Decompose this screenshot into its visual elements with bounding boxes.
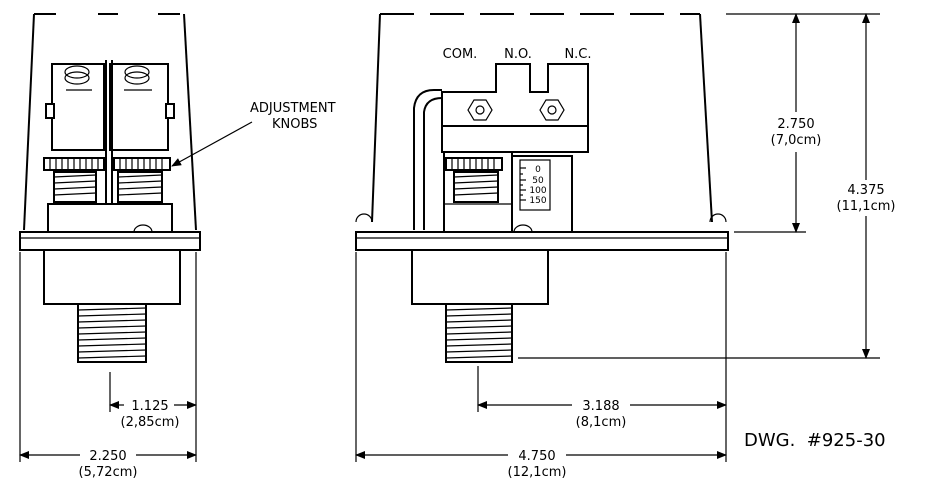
dim-4375-value: 4.375 xyxy=(847,183,884,198)
label-adjustment-line2: KNOBS xyxy=(272,117,317,132)
label-adjustment-line1: ADJUSTMENT xyxy=(250,101,336,116)
dim-2250-value: 2.250 xyxy=(89,449,126,464)
side-bracket-outer xyxy=(413,89,442,230)
dim-3188-value: 3.188 xyxy=(582,399,619,414)
front-terminal-tab-right xyxy=(165,103,175,119)
dim-1125-value: 1.125 xyxy=(131,399,168,414)
front-terminal-left xyxy=(51,63,105,151)
scale-mark-0: 0 xyxy=(535,165,541,175)
label-com: COM. xyxy=(443,47,478,62)
label-no: N.O. xyxy=(504,47,532,62)
side-view: 0 50 100 150 xyxy=(355,13,880,462)
scale-mark-50: 50 xyxy=(532,176,544,186)
hex-nut-right xyxy=(539,99,565,121)
front-flange xyxy=(19,231,201,251)
front-terminal-tab-left xyxy=(45,103,55,119)
scale-mark-100: 100 xyxy=(529,186,546,196)
side-housing xyxy=(411,249,549,305)
side-flange xyxy=(355,231,729,251)
side-cover-right-edge xyxy=(699,13,713,223)
dimension-2750: 2.750 (7,0cm) xyxy=(771,13,822,233)
dim-4750-value: 4.750 xyxy=(518,449,555,464)
label-nc: N.C. xyxy=(564,47,591,62)
dimension-2250: 2.250 (5,72cm) xyxy=(19,449,197,480)
dimension-4750: 4.750 (12,1cm) xyxy=(355,449,727,480)
dim-4375-metric: (11,1cm) xyxy=(837,199,896,214)
dimension-3188: 3.188 (8,1cm) xyxy=(477,399,727,430)
dim-3188-metric: (8,1cm) xyxy=(576,415,627,430)
hex-nut-left xyxy=(467,99,493,121)
dim-2750-value: 2.750 xyxy=(777,117,814,132)
dim-2750-metric: (7,0cm) xyxy=(771,133,822,148)
front-cover-left-edge xyxy=(23,13,35,231)
front-base-block xyxy=(47,203,173,233)
dimension-1125: 1.125 (2,85cm) xyxy=(109,399,197,430)
front-housing xyxy=(43,249,181,305)
front-cover-right-edge xyxy=(183,13,197,231)
front-terminal-right xyxy=(109,63,169,151)
dim-2250-metric: (5,72cm) xyxy=(79,465,138,480)
scale-mark-150: 150 xyxy=(529,196,546,206)
dim-1125-metric: (2,85cm) xyxy=(121,415,180,430)
side-switch-body xyxy=(441,63,589,153)
drawing-number: DWG. #925-30 xyxy=(744,430,886,451)
front-view xyxy=(19,13,201,462)
dim-4750-metric: (12,1cm) xyxy=(508,465,567,480)
side-bracket-inner xyxy=(423,97,443,230)
side-cover-left-edge xyxy=(371,13,381,223)
dimension-4375: 4.375 (11,1cm) xyxy=(837,13,896,359)
adjustment-leader-arrow xyxy=(171,121,253,167)
